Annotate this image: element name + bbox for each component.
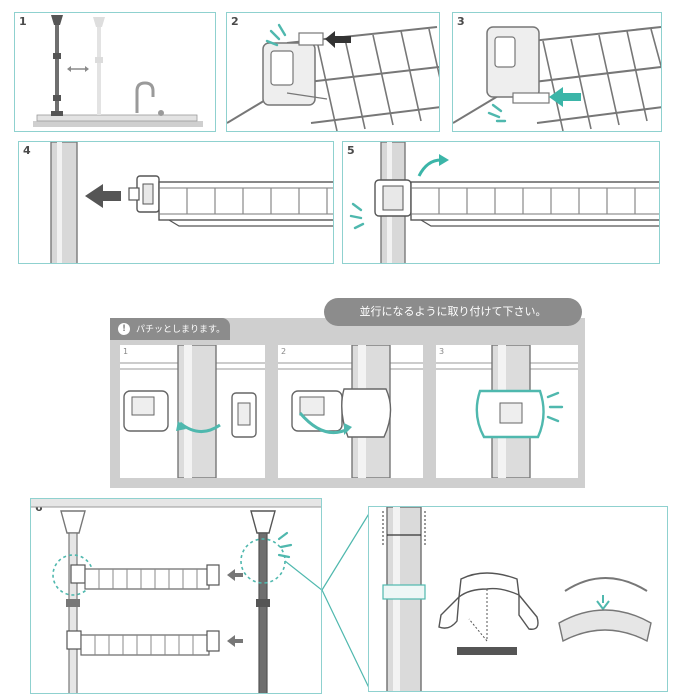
step-5-illustration [349, 142, 659, 263]
step-5-panel: 5 [342, 141, 660, 264]
step-5-number: 5 [347, 144, 355, 157]
step-3-panel: 3 [452, 12, 662, 132]
step-4-illustration [50, 142, 333, 263]
detail-panel [368, 506, 668, 692]
step-2-panel: 2 [226, 12, 440, 132]
push-up-left-arrow-icon [549, 87, 581, 107]
step-3-illustration [453, 26, 661, 131]
push-left-arrow-icon [325, 31, 351, 48]
move-left-arrow-icon [85, 184, 121, 208]
snap-substep-2: 2 [278, 345, 423, 478]
snap-substep-3: 3 [436, 345, 578, 478]
upper-rack-arrow-icon [227, 569, 243, 581]
step-4-panel: 4 [18, 141, 334, 264]
parallel-instruction-pill: 並行になるように取り付けて下さい。 [324, 298, 582, 326]
step-1-number: 1 [19, 15, 27, 28]
step-6-illustration [31, 499, 321, 693]
substep-1-number: 1 [123, 347, 129, 356]
step-2-illustration [227, 23, 439, 131]
rotate-arrow-icon [439, 154, 449, 166]
step-1-illustration [33, 15, 203, 127]
lower-rack-arrow-icon [227, 635, 243, 647]
step-4-number: 4 [23, 144, 31, 157]
exclamation-icon: ! [118, 323, 130, 335]
snap-substep-1: 1 [120, 345, 265, 478]
step-1-panel: 1 [14, 12, 216, 132]
substep-2-number: 2 [281, 347, 287, 356]
snap-warning-label: パチッとしまります。 [136, 325, 226, 335]
snap-note-tab [110, 318, 230, 340]
step-6-panel: 6 [30, 498, 322, 694]
substep-3-number: 3 [439, 347, 445, 356]
step-3-number: 3 [457, 15, 465, 28]
detail-illustration [382, 507, 652, 691]
step-2-number: 2 [231, 15, 239, 28]
press-down-arrow-icon [596, 595, 610, 611]
